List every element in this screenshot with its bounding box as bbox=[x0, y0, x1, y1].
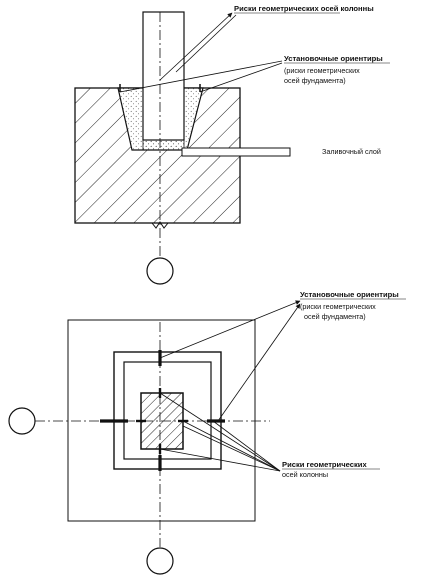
plan-marks-sub1: (риски геометрических bbox=[300, 302, 376, 311]
plan-annotations: Установочные ориентиры (риски геометриче… bbox=[282, 290, 406, 479]
foundation-marks-title: Установочные ориентиры bbox=[284, 54, 383, 63]
grout-label: Заливочный слой bbox=[322, 147, 381, 156]
foundation-marks-sub1: (риски геометрических bbox=[284, 66, 360, 75]
axis-marker-circle-left bbox=[8, 407, 36, 435]
leader-line bbox=[159, 392, 281, 472]
axis-marker-circle bbox=[146, 257, 174, 285]
leader-line bbox=[159, 300, 301, 359]
foundation-marks-sub2: осей фундамента) bbox=[284, 76, 346, 85]
leader-line bbox=[182, 420, 281, 472]
axis-marker-circle-bottom bbox=[146, 547, 174, 575]
leader-line bbox=[182, 425, 281, 472]
section-annotations: Риски геометрических осей колонны Устано… bbox=[234, 4, 390, 156]
break-mark bbox=[151, 221, 169, 229]
plan-column-axes-label-1: Риски геометрических bbox=[282, 460, 367, 469]
plan-marks-sub2: осей фундамента) bbox=[304, 312, 366, 321]
leader-line bbox=[217, 303, 301, 422]
leader-line bbox=[212, 420, 281, 472]
plan-column-axes-label-2: осей колонны bbox=[282, 470, 328, 479]
grout-layer bbox=[142, 139, 185, 151]
leader-line bbox=[119, 60, 283, 93]
section-view bbox=[74, 11, 291, 285]
leader-line bbox=[159, 12, 233, 81]
column-axes-label: Риски геометрических осей колонны bbox=[234, 4, 374, 13]
leader-line bbox=[159, 448, 281, 472]
plan-view bbox=[8, 300, 301, 575]
column bbox=[142, 11, 185, 141]
leader-line bbox=[175, 14, 237, 73]
grout-layer-leader bbox=[181, 147, 291, 157]
plan-marks-title: Установочные ориентиры bbox=[300, 290, 399, 299]
leader-line bbox=[199, 62, 283, 93]
